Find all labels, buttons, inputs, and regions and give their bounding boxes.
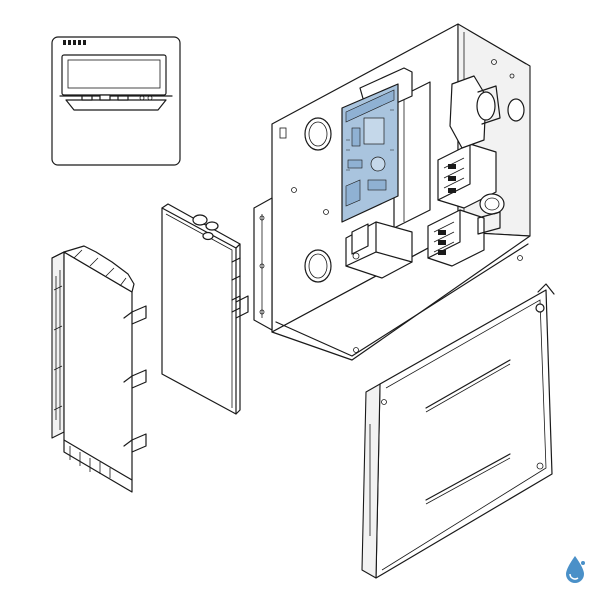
cover-slots: [425, 359, 511, 505]
control-pcb[interactable]: [341, 83, 399, 223]
terminal-block-lower[interactable]: [427, 209, 485, 267]
electrical-control-box[interactable]: [253, 23, 531, 361]
controller-display: [61, 54, 167, 96]
wired-remote-controller[interactable]: [51, 36, 181, 166]
transformer[interactable]: [345, 221, 413, 279]
front-cover-panel[interactable]: [361, 283, 555, 579]
cable-clamps: [449, 75, 505, 235]
terminal-cover[interactable]: [51, 245, 147, 493]
cable-knockout-holes: [304, 98, 525, 283]
pcb-mounting-plate[interactable]: [161, 203, 249, 415]
water-drop-logo-icon: [566, 556, 585, 583]
controller-top-buttons: [63, 40, 86, 45]
controller-buttons: [81, 94, 153, 101]
plate-connector-studs: [192, 214, 219, 241]
